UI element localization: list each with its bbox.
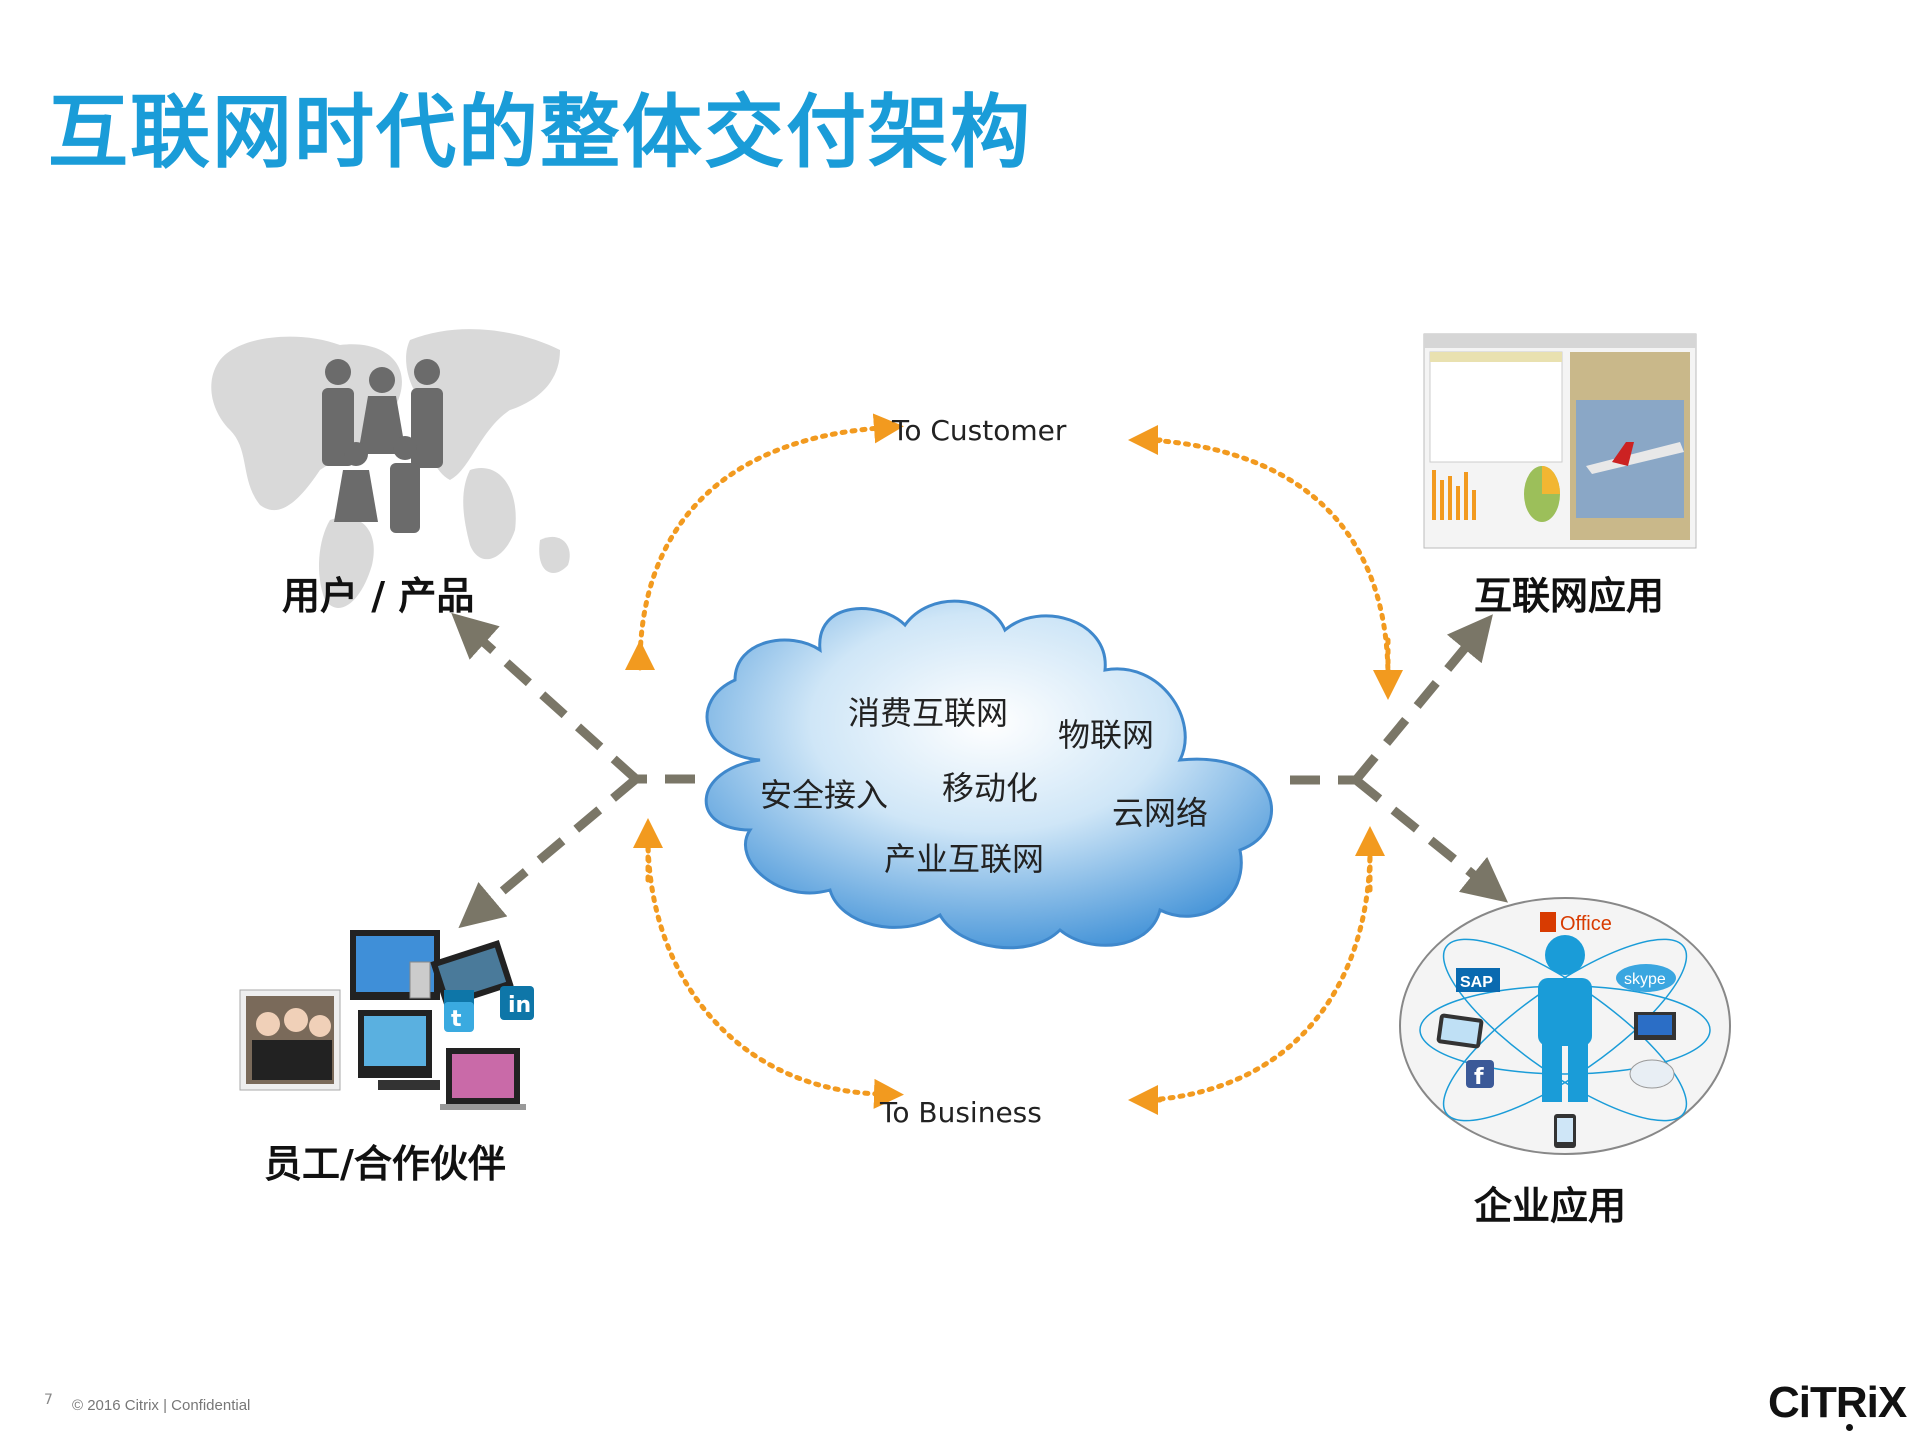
orange-flow-arrows [625, 413, 1403, 1115]
world-map-icon [211, 329, 570, 608]
people-group-icon [322, 359, 443, 533]
enterprise-apps-icon: Office SAP skype f [1399, 897, 1731, 1155]
cloud-shape [704, 599, 1274, 950]
skype-label: skype [1624, 971, 1666, 988]
linkedin-label: in [508, 993, 531, 1018]
twitter-label: t [451, 1007, 462, 1032]
sap-label: SAP [1460, 974, 1493, 991]
citrix-logo-dot [1846, 1424, 1853, 1431]
node-label-enterprise-apps: 企业应用 [1474, 1184, 1627, 1228]
cloud-word-secure-access: 安全接入 [760, 776, 889, 814]
page-number: 7 [44, 1392, 53, 1408]
cloud-word-iot: 物联网 [1058, 716, 1155, 754]
cloud-word-industrial-internet: 产业互联网 [884, 840, 1045, 878]
flow-label-to-customer: To Customer [892, 414, 1067, 447]
office-label: Office [1560, 913, 1612, 935]
copyright-text: © 2016 Citrix | Confidential [72, 1397, 251, 1414]
cloud-word-mobility: 移动化 [942, 769, 1039, 807]
node-label-internet-apps: 互联网应用 [1474, 574, 1665, 618]
dashboard-screenshot-icon [1423, 333, 1697, 549]
node-label-employees: 员工/合作伙伴 [264, 1142, 506, 1186]
citrix-logo: CiTRiX [1768, 1378, 1907, 1427]
page-title: 互联网时代的整体交付架构 [48, 86, 1032, 179]
cloud-word-consumer-internet: 消费互联网 [848, 694, 1009, 732]
gray-dashed-arrows [451, 612, 1509, 929]
flow-label-to-business: To Business [880, 1096, 1042, 1129]
cloud-word-cloud-network: 云网络 [1112, 794, 1209, 832]
devices-collage-icon: in t [239, 930, 534, 1110]
node-label-users: 用户 / 产品 [282, 574, 475, 618]
facebook-label: f [1474, 1065, 1484, 1090]
